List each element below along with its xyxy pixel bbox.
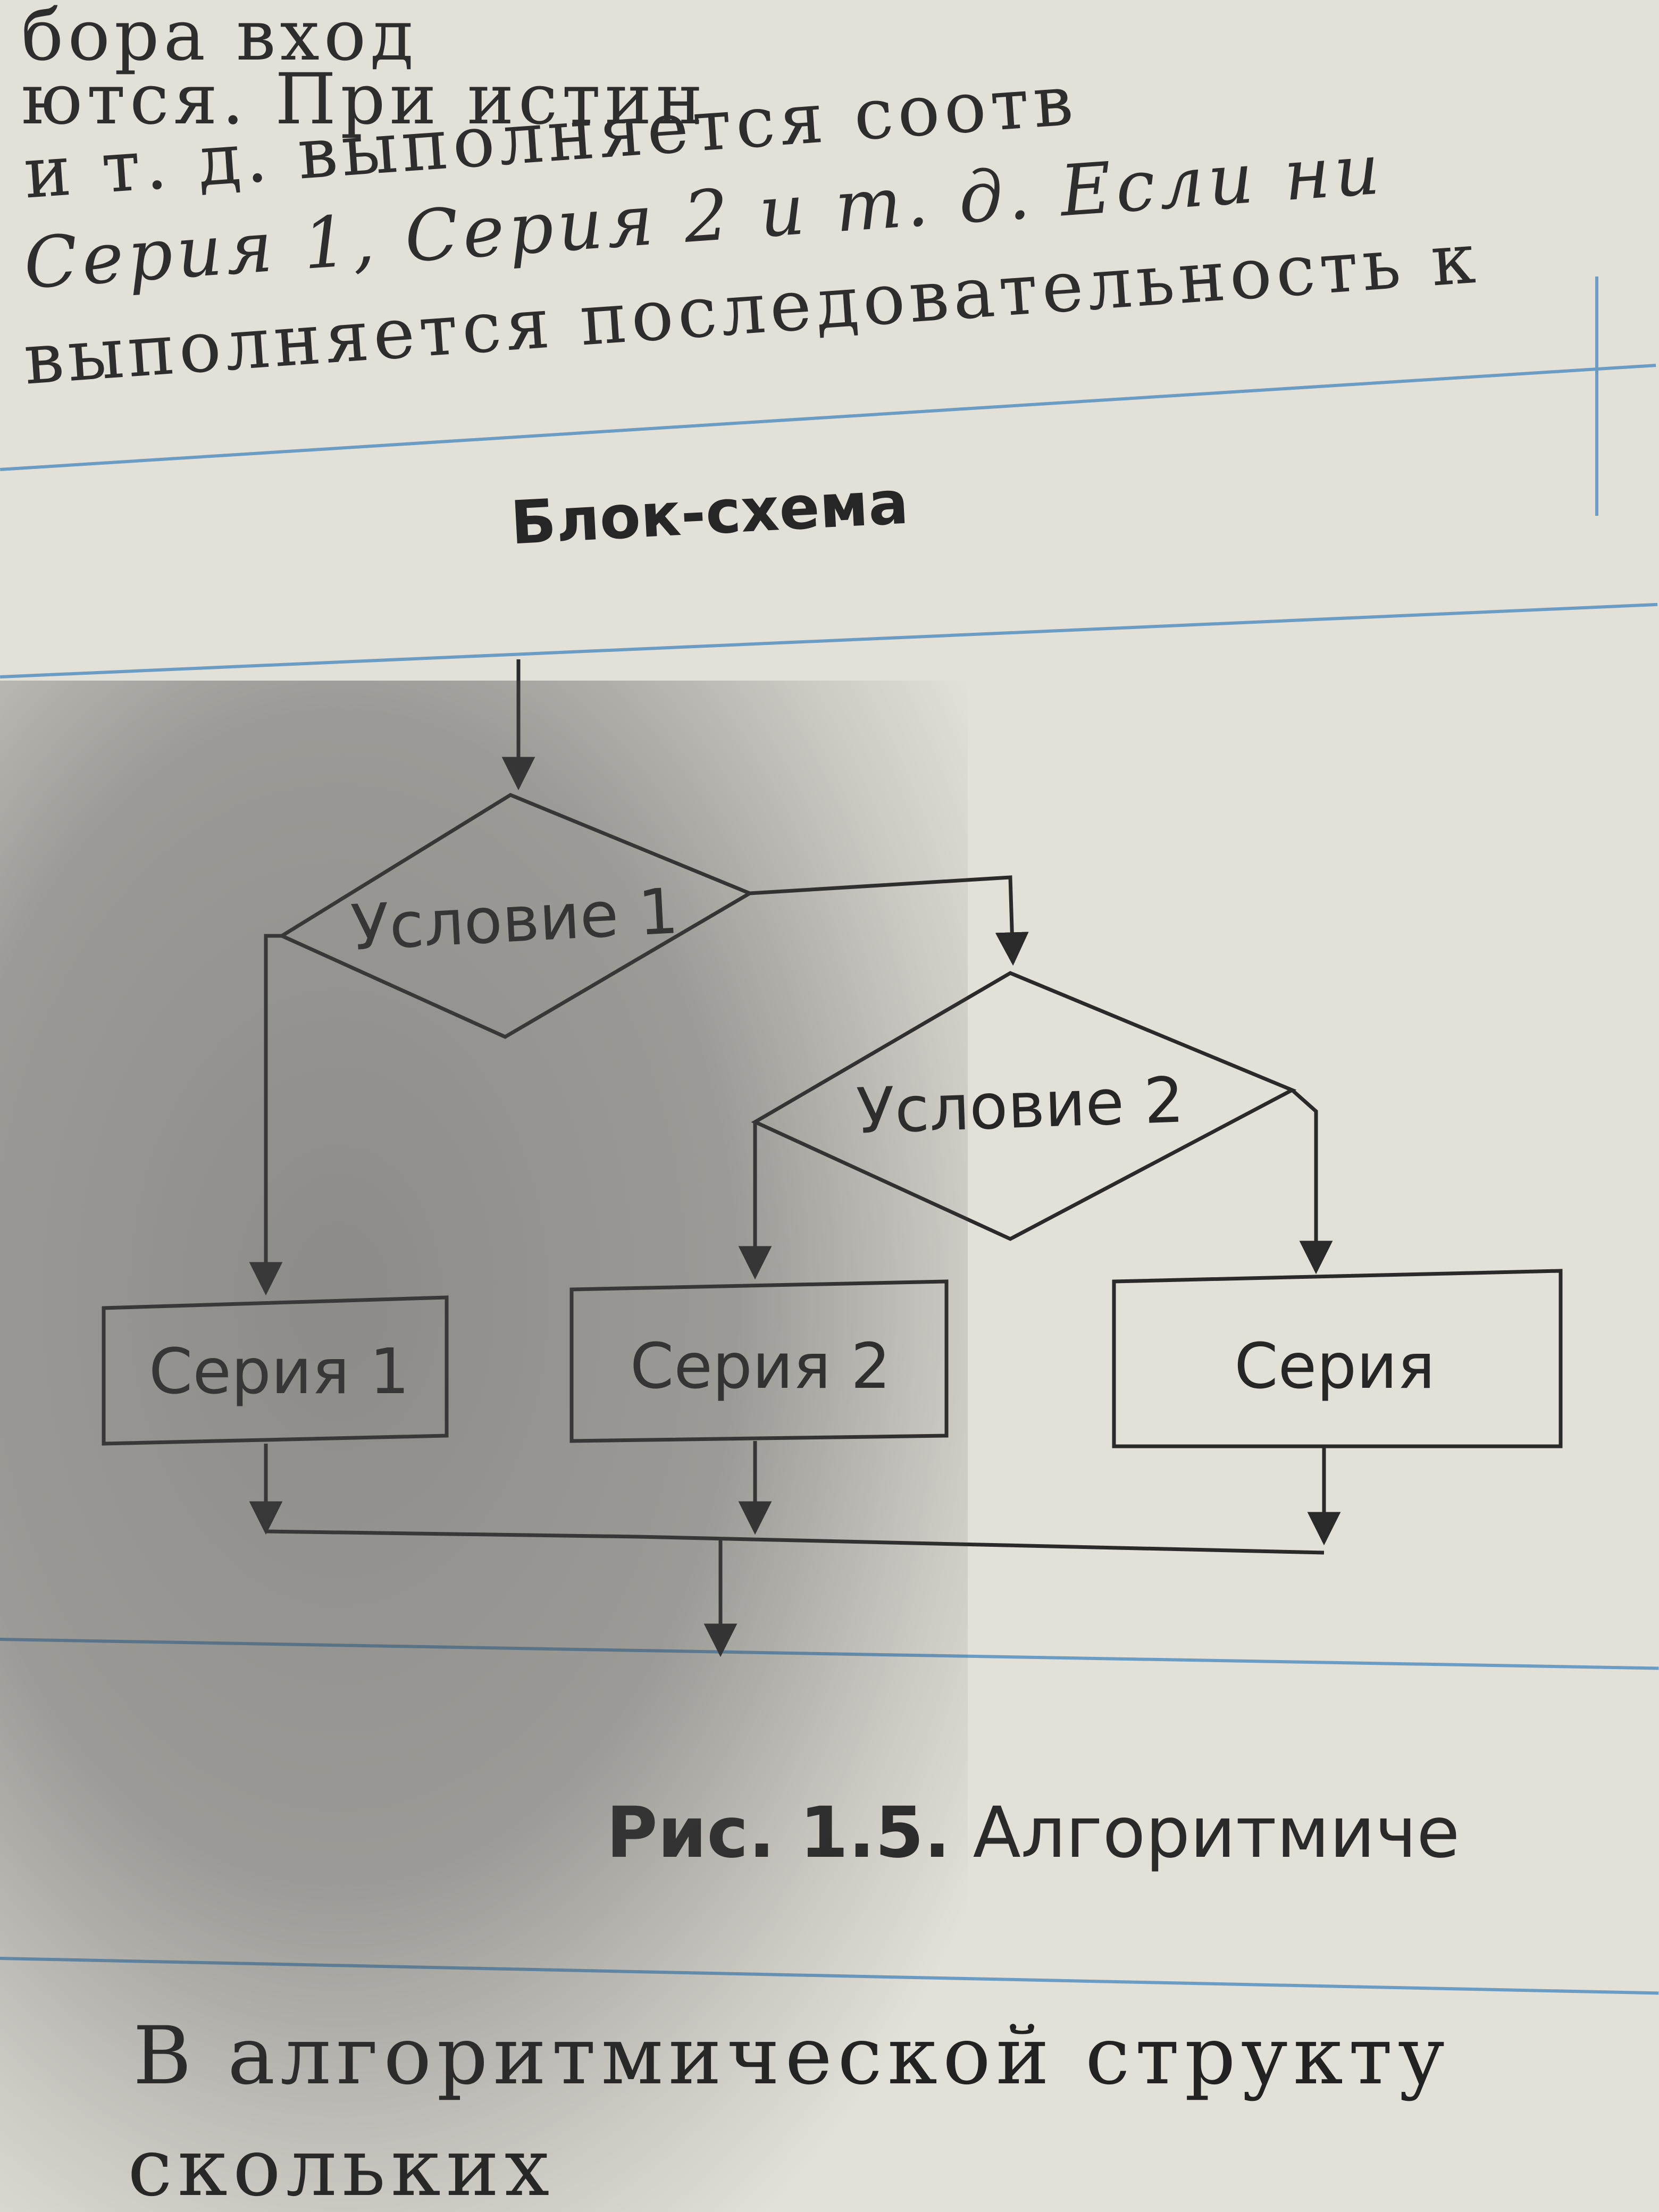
flowchart: Условие 1 Условие 2 Серия 1 Серия 2 Сери… xyxy=(102,659,1563,1657)
figure-number: Рис. 1.5. xyxy=(606,1792,951,1874)
merge-line xyxy=(265,1529,1325,1555)
condition-1-label: Условие 1 xyxy=(349,874,680,965)
figure-caption: Рис. 1.5. Алгоритмиче xyxy=(606,1792,1460,1874)
body-text-line-1: В алгоритмической структу xyxy=(133,2010,1451,2102)
bottom-rule xyxy=(0,1957,1659,1995)
text-line-1: бора вход xyxy=(21,0,418,77)
series-box xyxy=(1112,1269,1563,1448)
body-text-line-2: скольких xyxy=(128,2122,555,2212)
series-1-label: Серия 1 xyxy=(149,1335,409,1408)
text-line-2: ются. При истин xyxy=(21,58,707,140)
condition-2-no-arrow xyxy=(1291,1088,1333,1275)
condition-1-yes-arrow xyxy=(249,934,283,1296)
figure-caption-text: Алгоритмиче xyxy=(973,1792,1460,1874)
condition-1-no-arrow xyxy=(749,875,1029,966)
condition-2-label: Условие 2 xyxy=(855,1063,1185,1147)
series-label: Серия xyxy=(1234,1329,1435,1403)
series-2-label: Серия 2 xyxy=(630,1329,891,1403)
table-rule-vertical xyxy=(1595,276,1598,516)
